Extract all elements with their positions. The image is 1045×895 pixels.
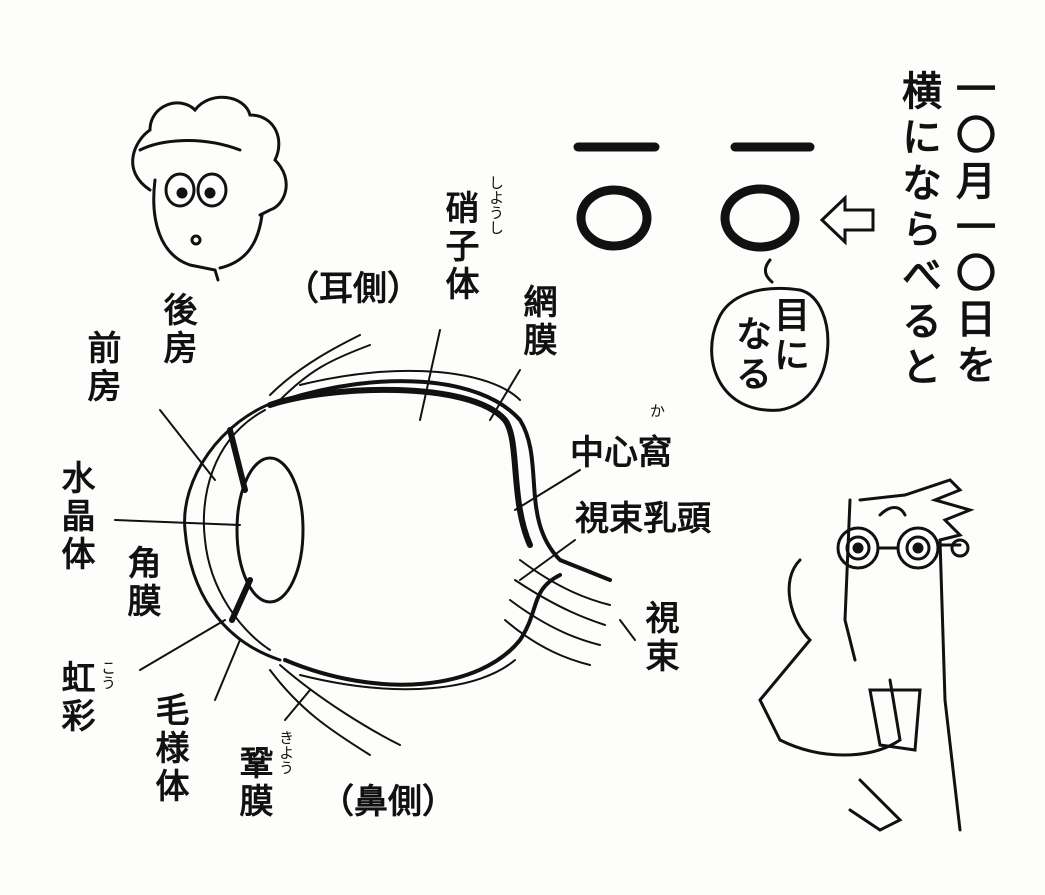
label-nasal-side: （鼻側） <box>320 782 456 822</box>
label-optic-disc: 視束乳頭 <box>575 499 711 539</box>
ruby-sclera: きよう <box>277 730 295 775</box>
label-lens: 水晶体 <box>55 460 95 574</box>
man-with-glasses <box>758 478 975 832</box>
label-vitreous: 硝子体 <box>439 190 479 304</box>
title-line-1: 一〇月一〇日を <box>949 68 995 390</box>
rotated-ten-ten-glyphs <box>573 142 815 252</box>
bubble-line-2: なる <box>730 315 771 395</box>
speech-bubble <box>710 258 830 412</box>
eyeball-cross-section <box>114 329 636 756</box>
label-fovea: 中心窩 <box>570 433 672 473</box>
bubble-line-1: 目に <box>768 296 809 376</box>
ruby-fovea: か <box>650 402 666 420</box>
ruby-vitreous: しようし <box>487 175 505 235</box>
label-retina: 網膜 <box>517 284 557 360</box>
label-posterior-chamber: 後房 <box>157 292 197 368</box>
label-iris: 虹彩 <box>55 660 95 736</box>
label-sclera: 鞏膜 <box>233 745 273 821</box>
arrow-left-icon <box>819 194 875 246</box>
label-cornea: 角膜 <box>121 545 161 621</box>
label-temporal-side: （耳側） <box>285 269 421 309</box>
label-optic-nerve: 視束 <box>639 600 679 676</box>
title-line-2: 横にならべると <box>895 70 941 392</box>
label-anterior-chamber: 前房 <box>81 330 121 406</box>
label-ciliary-body: 毛様体 <box>149 692 189 806</box>
ruby-iris: こう <box>99 660 117 690</box>
woman-face <box>131 95 288 282</box>
